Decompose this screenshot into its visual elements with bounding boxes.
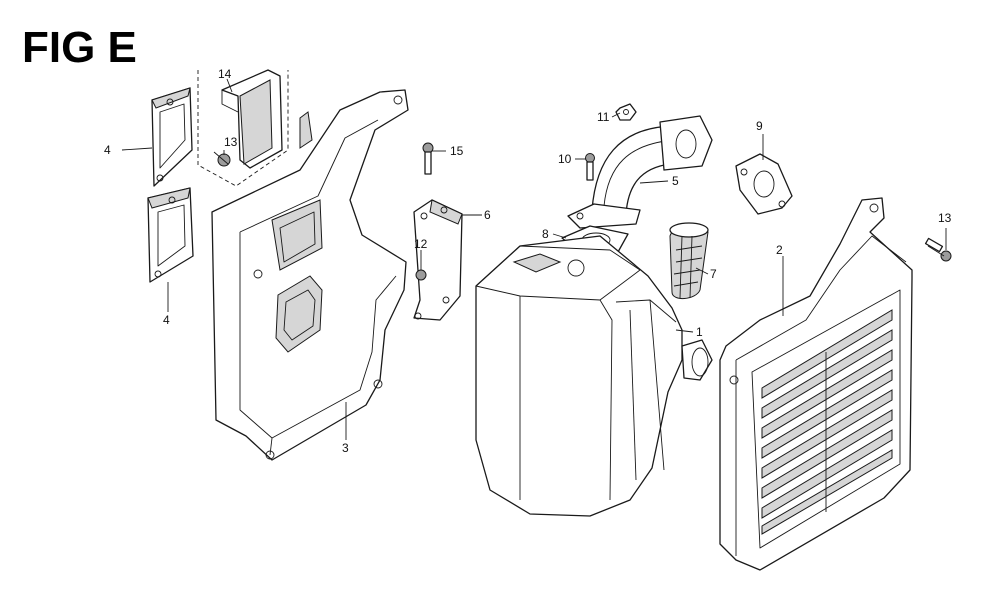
cover-grille (761, 309, 893, 535)
part-muffler-cover (719, 197, 913, 571)
callout-2: 2 (776, 243, 783, 257)
callout-4-upper: 4 (104, 143, 111, 157)
part-muffler-protector (211, 89, 409, 461)
part-bolt-13-left (213, 151, 231, 167)
callout-10: 10 (558, 152, 572, 166)
callout-9: 9 (756, 119, 763, 133)
part-nut-11 (615, 103, 637, 121)
callout-14: 14 (218, 67, 232, 81)
callout-labels: 4 4 14 13 3 15 6 12 11 10 5 8 7 9 1 2 13 (104, 67, 952, 455)
part-bracket-14 (197, 69, 289, 187)
figure-title: FIG E (22, 23, 137, 72)
callout-8: 8 (542, 227, 549, 241)
part-spark-arrester (669, 222, 709, 299)
part-exhaust-pipe (567, 115, 713, 229)
callout-13-left: 13 (224, 135, 238, 149)
callout-4-lower: 4 (163, 313, 170, 327)
leader-lines (121, 78, 947, 440)
part-bolt-15 (422, 142, 434, 175)
part-muffler-body (475, 235, 713, 517)
part-bolt-13-right (924, 237, 952, 262)
part-gasket-9 (735, 153, 793, 215)
part-nut-12 (415, 269, 427, 281)
callout-12: 12 (414, 237, 428, 251)
callout-15: 15 (450, 144, 464, 158)
callout-13-right: 13 (938, 211, 952, 225)
part-heat-plate-upper (151, 87, 193, 187)
part-heat-plate-lower (147, 187, 194, 283)
callout-7: 7 (710, 267, 717, 281)
callout-3: 3 (342, 441, 349, 455)
part-bolt-10 (585, 153, 595, 181)
callout-6: 6 (484, 208, 491, 222)
part-mounting-bracket (413, 199, 463, 321)
callout-11: 11 (597, 110, 610, 124)
callout-5: 5 (672, 174, 679, 188)
callout-1: 1 (696, 325, 703, 339)
